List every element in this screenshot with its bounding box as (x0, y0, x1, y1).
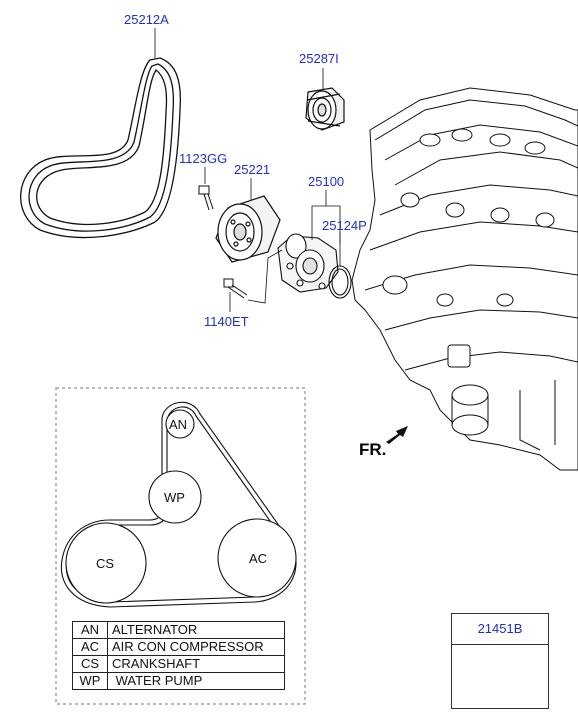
callout-bolt-top[interactable]: 1123GG (179, 151, 227, 166)
idler-pulley (305, 87, 345, 131)
legend-desc: ALTERNATOR (107, 621, 285, 639)
legend-desc: AIR CON COMPRESSOR (107, 638, 285, 656)
pulley-cs (65, 522, 147, 604)
legend-code: AN (72, 621, 108, 639)
front-arrow-icon (386, 426, 408, 444)
callout-sensor[interactable]: 21451B (452, 614, 548, 645)
label-cs: CS (96, 556, 114, 571)
callout-belt[interactable]: 25212A (124, 12, 169, 27)
engine-block (351, 87, 578, 471)
routing-box (55, 387, 306, 705)
label-an: AN (169, 417, 187, 432)
callout-pulley[interactable]: 25221 (234, 162, 270, 177)
legend-code: WP (72, 672, 108, 690)
callout-bolt-bottom[interactable]: 1140ET (204, 314, 249, 329)
bolt-top (198, 185, 214, 211)
label-wp: WP (164, 490, 185, 505)
label-ac: AC (249, 551, 267, 566)
water-pump (277, 233, 339, 293)
legend-row: WP WATER PUMP (72, 672, 285, 690)
pulley-ac (217, 518, 297, 598)
part-box-sensor: 21451B (451, 613, 549, 709)
gasket (328, 265, 352, 299)
callout-idler[interactable]: 25287I (299, 51, 339, 66)
callout-water-pump[interactable]: 25100 (308, 174, 344, 189)
legend-desc: CRANKSHAFT (107, 655, 285, 673)
front-direction-label: FR. (359, 440, 386, 459)
legend-row: AC AIR CON COMPRESSOR (72, 638, 285, 656)
routing-pulleys (65, 409, 297, 604)
legend-table: AN ALTERNATOR AC AIR CON COMPRESSOR CS C… (72, 621, 285, 690)
legend-desc: WATER PUMP (107, 672, 285, 690)
pulley-wp (148, 470, 202, 524)
pulley-an (165, 409, 195, 439)
legend-row: AN ALTERNATOR (72, 621, 285, 639)
bolt-bottom (223, 278, 248, 299)
callout-gasket[interactable]: 25124P (322, 218, 367, 233)
legend-code: CS (72, 655, 108, 673)
leader-bolt-bottom-link (247, 249, 283, 304)
drive-belt (20, 57, 182, 239)
water-pump-pulley (215, 195, 281, 263)
legend-code: AC (72, 638, 108, 656)
legend-row: CS CRANKSHAFT (72, 655, 285, 673)
